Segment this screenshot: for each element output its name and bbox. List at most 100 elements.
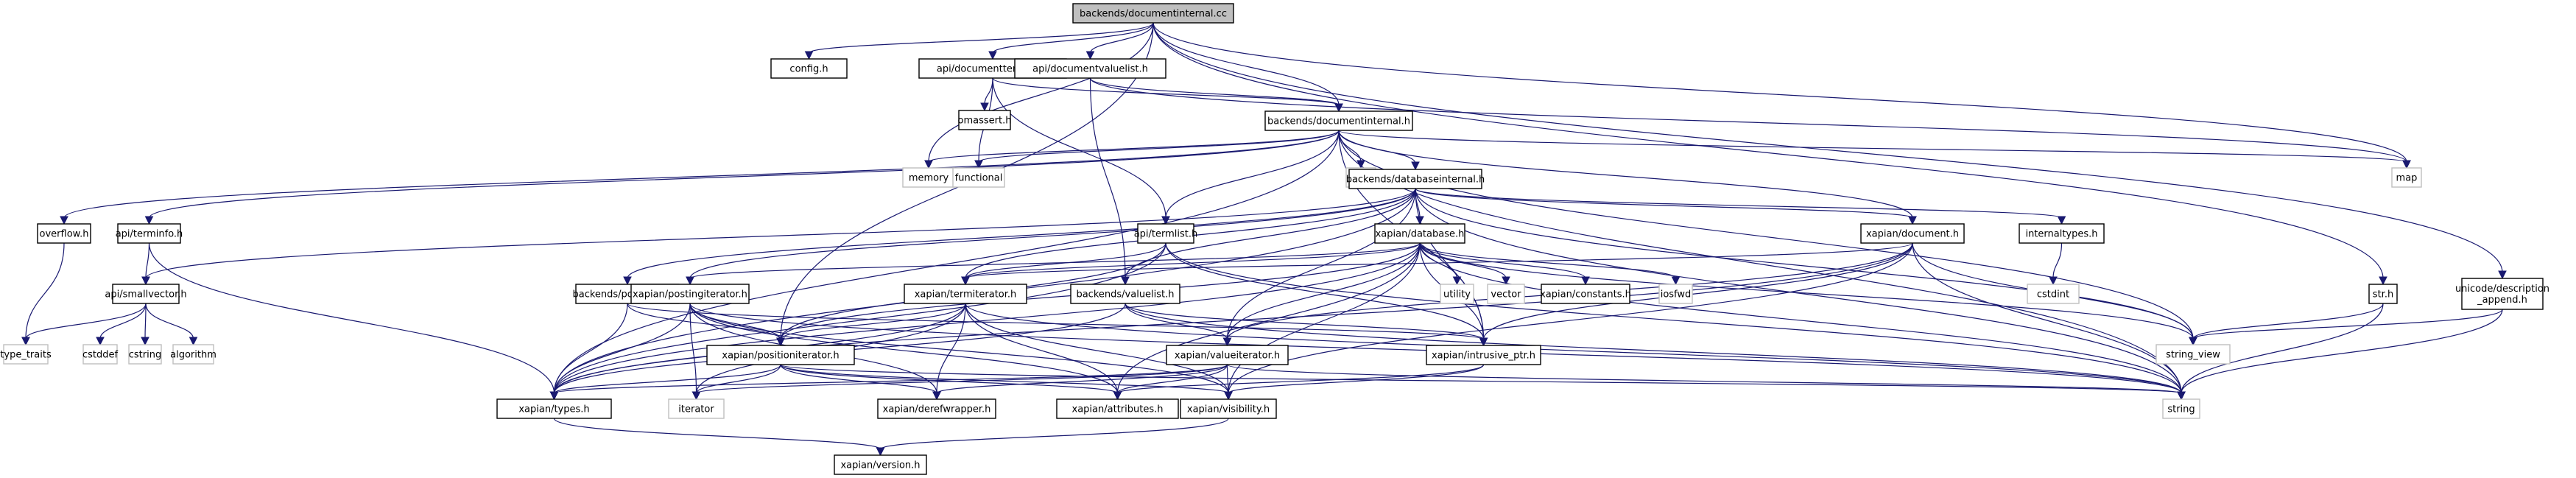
edge-line — [553, 364, 781, 394]
edge-line — [1912, 242, 2182, 394]
edge-line — [2052, 242, 2063, 279]
node-box — [117, 223, 181, 244]
edge-line — [689, 303, 1119, 394]
nodes-layer: backends/documentinternal.cc config.h api/… — [0, 3, 2549, 475]
edge-docvaluelist-to-docinternal — [1089, 77, 1343, 113]
edge-line — [63, 130, 1340, 219]
arrowhead-icon — [96, 337, 105, 346]
edge-line — [1165, 242, 2182, 394]
node-label: xapian/types.h — [518, 404, 589, 415]
node-intrusive[interactable]: xapian/intrusive_ptr.h — [1426, 345, 1541, 365]
node-docvaluelist[interactable]: api/documentvaluelist.h — [1014, 58, 1166, 79]
node-config[interactable]: config.h — [770, 58, 848, 79]
node-label: xapian/positioniterator.h — [722, 351, 839, 362]
edge-intrusive-to-visibility — [1224, 364, 1485, 401]
node-positioniterator[interactable]: xapian/positioniterator.h — [706, 345, 855, 365]
node-box — [1166, 345, 1289, 365]
node-dbinternal[interactable]: backends/databaseinternal.h — [1346, 169, 1485, 189]
node-derefwrapper[interactable]: xapian/derefwrapper.h — [877, 398, 996, 419]
node-omassert[interactable]: omassert.h — [958, 110, 1012, 130]
node-strh[interactable]: str.h — [2368, 284, 2398, 304]
node-box — [1348, 169, 1482, 189]
edge-line — [553, 303, 628, 394]
node-box — [668, 398, 725, 419]
node-label: api/termlist.h — [1134, 229, 1198, 240]
arrowhead-icon — [1502, 276, 1510, 286]
node-box — [172, 344, 214, 365]
node-vector: vector — [1487, 284, 1525, 304]
edge-line — [145, 242, 150, 279]
edge-line — [1226, 242, 1421, 340]
edge-line — [553, 303, 691, 394]
node-valuelist[interactable]: backends/valuelist.h — [1070, 284, 1180, 304]
edge-line — [689, 303, 697, 394]
edge-line — [1228, 364, 1485, 394]
node-valueiterator[interactable]: xapian/valueiterator.h — [1166, 345, 1289, 365]
edge-line — [1152, 22, 2407, 163]
edge-positioniterator-to-iterator — [691, 364, 781, 401]
arrowhead-icon — [686, 276, 694, 286]
node-box — [1541, 284, 1630, 304]
node-box — [1426, 345, 1541, 365]
node-box — [496, 398, 612, 419]
node-terminfo[interactable]: api/terminfo.h — [116, 223, 183, 244]
node-label: str.h — [2373, 289, 2393, 300]
node-constants[interactable]: xapian/constants.h — [1540, 284, 1631, 304]
edge-line — [25, 242, 65, 340]
node-document[interactable]: xapian/document.h — [1860, 223, 1965, 244]
edge-line — [148, 242, 555, 394]
edge-database-to-iosfwd — [1419, 242, 1681, 286]
arrowhead-icon — [2402, 160, 2411, 169]
edge-overflow-to-type_traits — [21, 242, 65, 346]
arrowhead-icon — [1334, 103, 1343, 113]
edge-dbinternal-to-document — [1415, 188, 1917, 225]
node-smallvector[interactable]: api/smallvector.h — [105, 284, 187, 304]
arrowhead-icon — [549, 391, 559, 401]
edge-valueiterator-to-string — [1226, 364, 2186, 401]
node-postingiterator[interactable]: xapian/postingiterator.h — [630, 284, 750, 304]
edge-line — [2192, 303, 2384, 340]
node-label: string — [2167, 404, 2195, 415]
node-box — [1070, 284, 1180, 304]
node-label: api/documentvaluelist.h — [1032, 64, 1148, 75]
node-label: xapian/attributes.h — [1072, 404, 1164, 415]
edge-valueiterator-to-derefwrapper — [932, 364, 1228, 401]
edge-root-to-strh — [1152, 22, 2387, 286]
edge-line — [965, 303, 2182, 394]
edge-database-to-constants — [1419, 242, 1590, 286]
edge-line — [978, 130, 1340, 163]
node-box — [1014, 58, 1166, 79]
arrowhead-icon — [1224, 391, 1233, 401]
arrowhead-icon — [691, 391, 701, 401]
node-database[interactable]: xapian/database.h — [1374, 223, 1465, 244]
edge-line — [1419, 242, 2182, 394]
node-box — [1180, 398, 1277, 419]
node-types[interactable]: xapian/types.h — [496, 398, 612, 419]
node-overflow[interactable]: overflow.h — [37, 223, 91, 244]
edge-dbinternal-to-internaltypes — [1415, 188, 2066, 225]
arrowhead-icon — [876, 447, 885, 457]
node-docinternal[interactable]: backends/documentinternal.h — [1264, 110, 1413, 131]
node-box — [958, 110, 1011, 130]
edge-docinternal-to-overflow — [60, 130, 1340, 225]
arrowhead-icon — [1121, 276, 1130, 286]
node-root[interactable]: backends/documentinternal.cc — [1072, 3, 1234, 24]
edge-valueiterator-to-iterator — [691, 364, 1228, 401]
edge-types-to-version — [553, 418, 885, 457]
edge-smallvector-to-algorithm — [145, 303, 198, 346]
node-attributes[interactable]: xapian/attributes.h — [1056, 398, 1179, 419]
node-box — [1440, 284, 1474, 304]
node-box — [37, 223, 91, 244]
arrowhead-icon — [1085, 51, 1095, 60]
node-visibility[interactable]: xapian/visibility.h — [1180, 398, 1277, 419]
edge-line — [1415, 188, 1913, 219]
node-version[interactable]: xapian/version.h — [834, 454, 927, 475]
node-termlist[interactable]: api/termlist.h — [1134, 223, 1198, 244]
node-descappend[interactable]: unicode/description_append.h — [2455, 278, 2549, 310]
arrowhead-icon — [988, 51, 997, 60]
node-termiterator[interactable]: xapian/termiterator.h — [904, 284, 1027, 304]
node-box — [2368, 284, 2398, 304]
edge-doctermlist-to-termlist — [992, 77, 1170, 225]
arrowhead-icon — [1452, 276, 1462, 286]
node-internaltypes[interactable]: internaltypes.h — [2019, 223, 2105, 244]
